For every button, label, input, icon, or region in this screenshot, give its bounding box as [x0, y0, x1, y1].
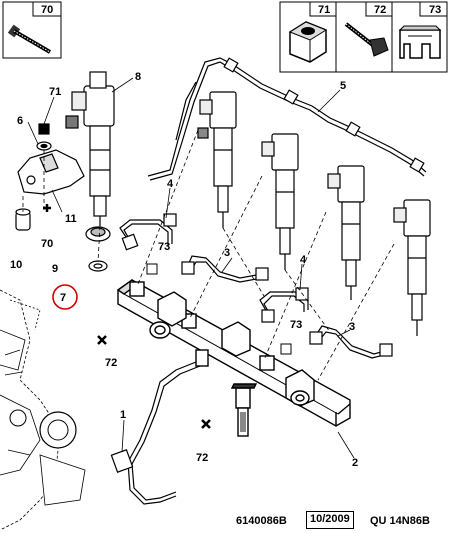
label-4-upper: 4 [167, 178, 174, 190]
inset-70: 70 [2, 1, 62, 59]
label-73-inset: 73 [429, 4, 441, 16]
label-72-left: 72 [105, 357, 117, 369]
label-70: 70 [41, 238, 53, 250]
cylinder-head-context [0, 289, 86, 531]
injector-clamp [17, 149, 85, 195]
highlight-circle [52, 284, 78, 310]
label-70-inset: 70 [41, 4, 53, 16]
clip-marker-icon [146, 263, 158, 275]
label-3-lower: 3 [349, 321, 355, 333]
bolt-icon [344, 22, 389, 57]
label-72-bottom: 72 [196, 452, 208, 464]
label-2: 2 [352, 457, 358, 469]
diagram-reference-version: QU 14N86B [370, 515, 430, 527]
bolt-markers [97, 335, 211, 429]
label-8: 8 [135, 71, 141, 83]
label-9: 9 [52, 263, 58, 275]
bolt-marker-icon [201, 419, 211, 429]
label-10: 10 [10, 259, 22, 271]
label-7: 7 [60, 292, 66, 304]
diagram-reference-date: 10/2009 [306, 511, 354, 529]
label-73-upper: 73 [158, 241, 170, 253]
label-6: 6 [17, 115, 23, 127]
supply-pipe [110, 361, 201, 505]
injector-icon [261, 133, 299, 270]
callout-lines [27, 77, 355, 459]
label-3-upper: 3 [224, 247, 230, 259]
injector-icon [197, 91, 237, 228]
label-11: 11 [65, 213, 77, 225]
exploded-injector [65, 71, 115, 226]
injector-icon [393, 199, 431, 336]
nut-marker-icon [38, 123, 50, 135]
label-71-inset: 71 [318, 4, 330, 16]
label-5: 5 [340, 80, 346, 92]
small-parts [15, 123, 111, 272]
injector-row [197, 91, 431, 336]
label-4-lower: 4 [300, 254, 307, 266]
label-73-lower: 73 [290, 319, 302, 331]
part-labels: 8 5 71 6 4 11 70 73 3 10 4 9 7 73 3 72 1… [10, 71, 358, 469]
label-1: 1 [120, 409, 126, 421]
inset-71-72-73: 71 72 73 [279, 1, 448, 73]
fuel-rail [116, 279, 351, 437]
leader-lines [22, 129, 395, 381]
clip-icon [398, 25, 442, 59]
stud-icon [7, 24, 52, 54]
injector-icon [327, 165, 365, 300]
clip-marker-icon [280, 343, 292, 355]
return-pipe [147, 57, 427, 181]
bolt-marker-icon [97, 335, 107, 345]
diagram-reference-code: 6140086B [236, 515, 287, 527]
clip-markers [146, 263, 292, 355]
label-71: 71 [49, 86, 61, 98]
nut-icon [288, 21, 328, 63]
label-72-inset: 72 [374, 4, 386, 16]
